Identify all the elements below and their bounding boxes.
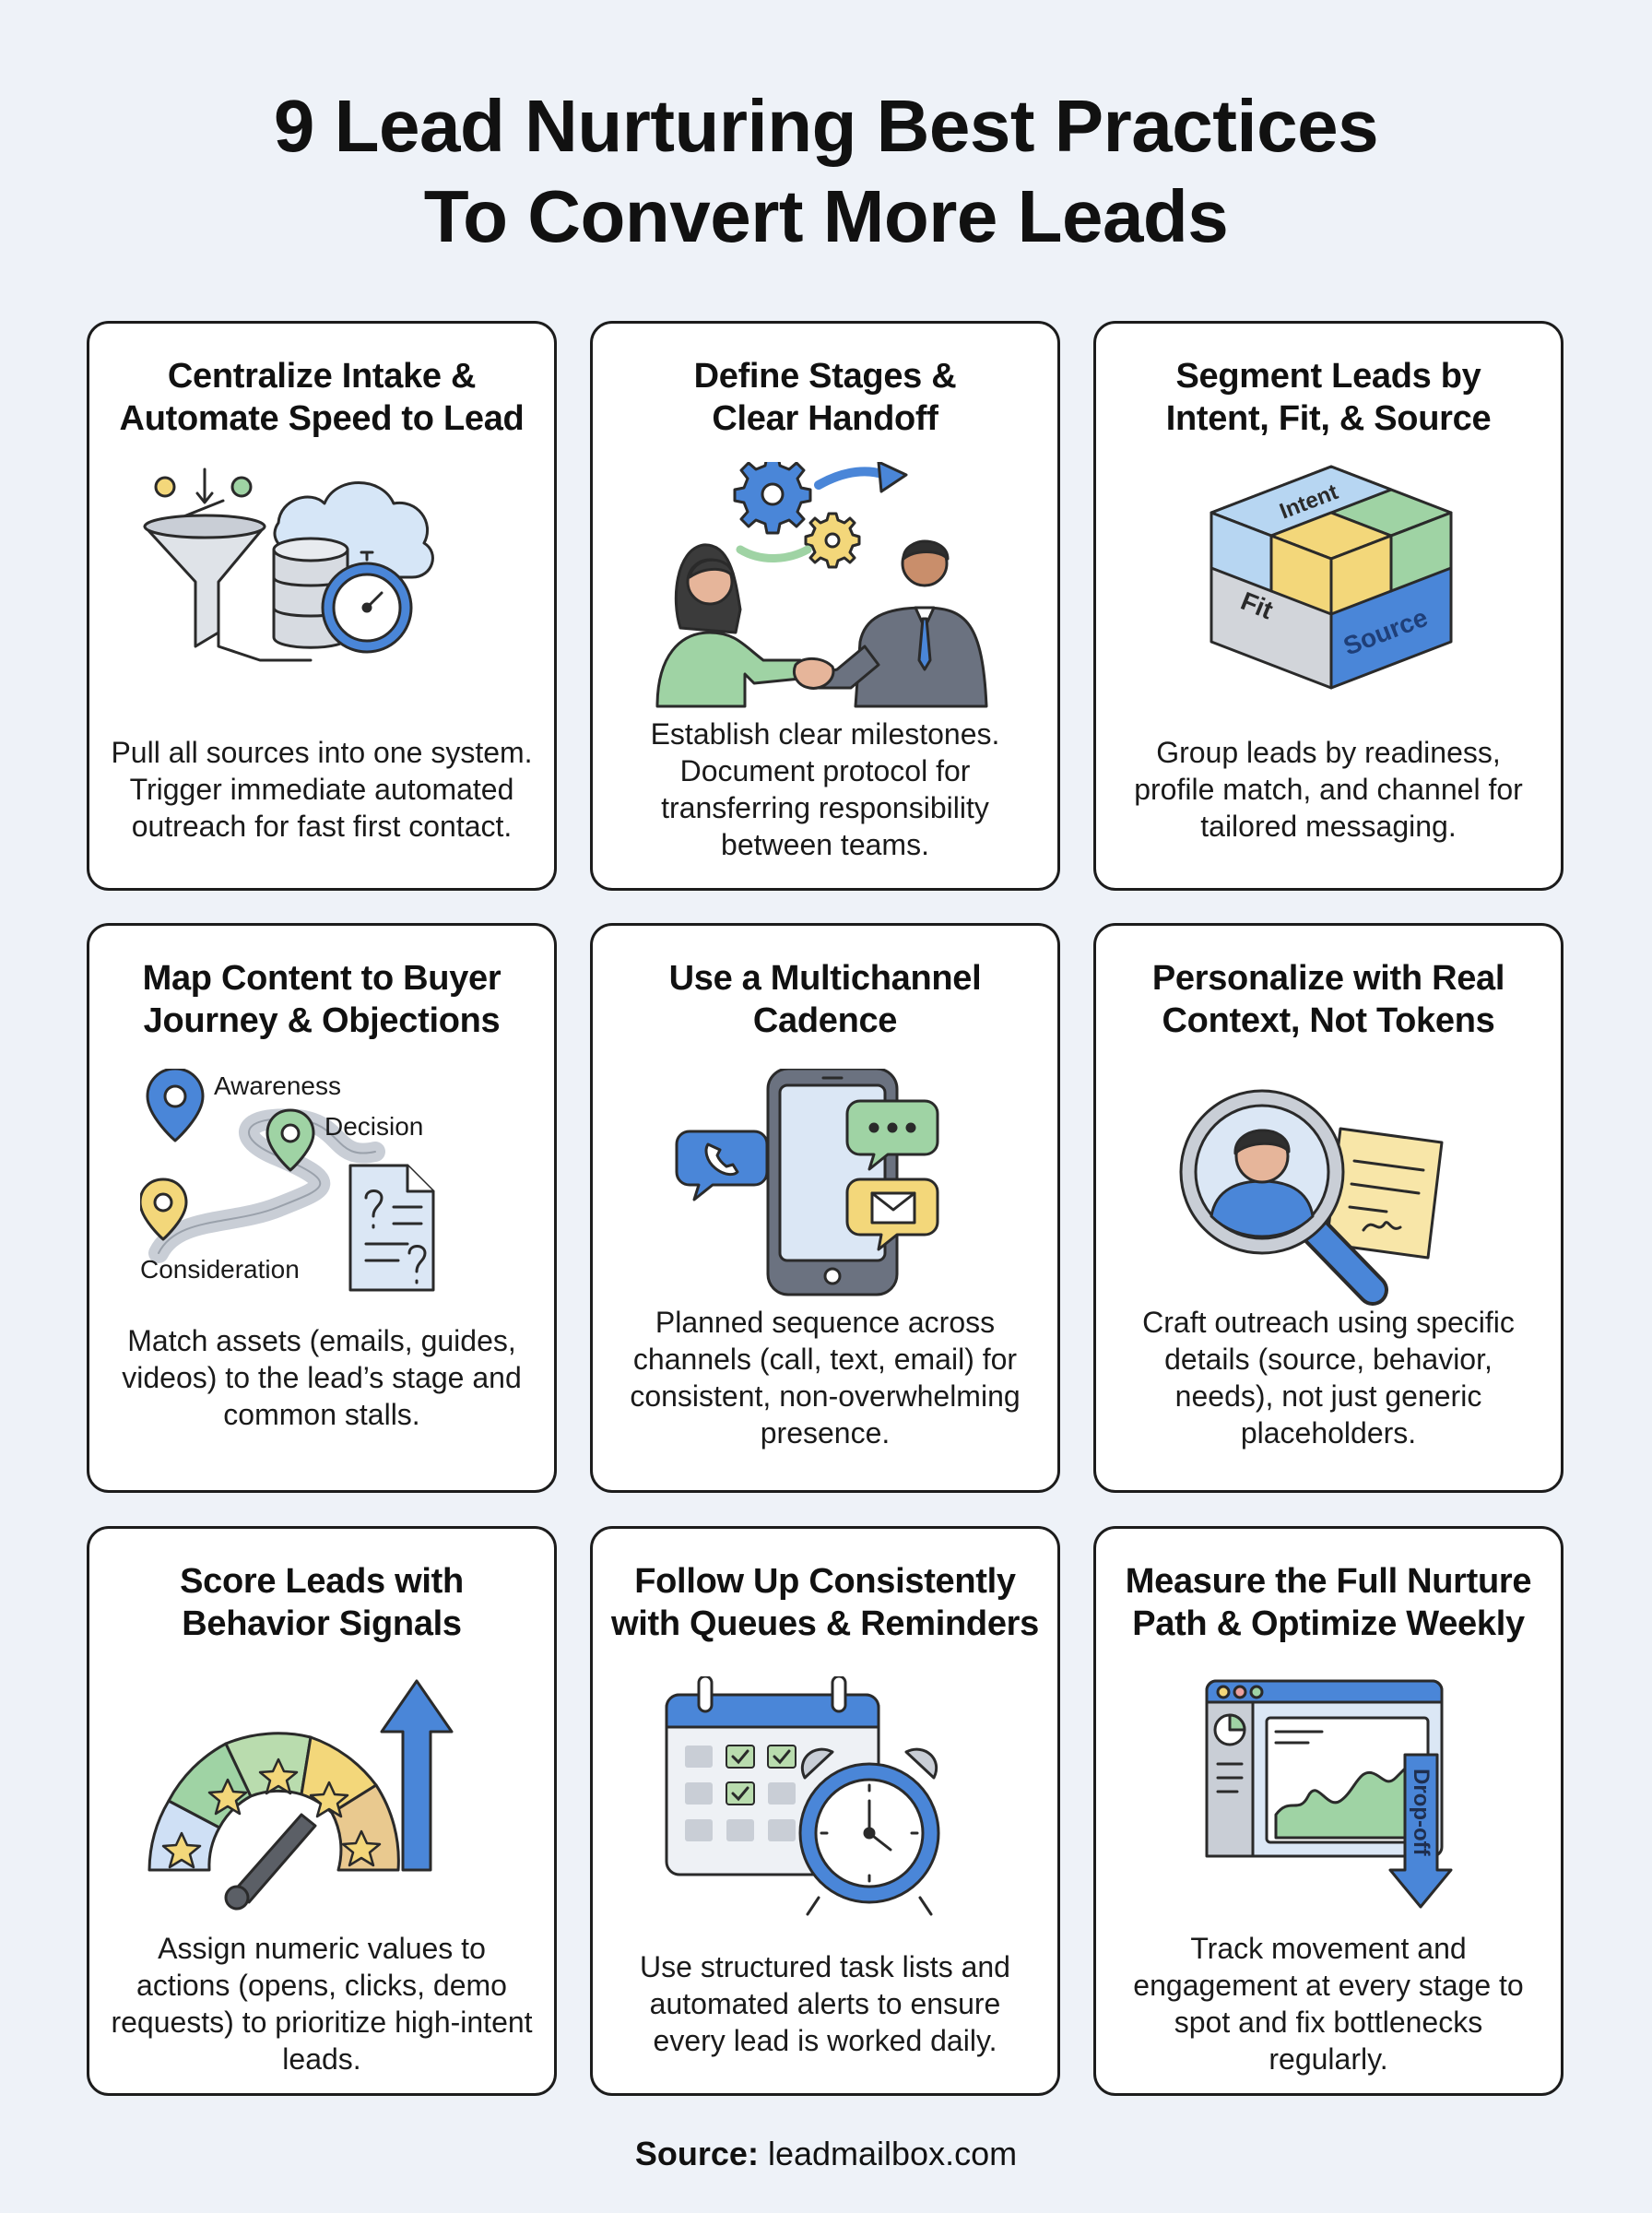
card-description: Track movement and engagement at every s… bbox=[1133, 1932, 1524, 2076]
funnel-database-stopwatch-icon bbox=[143, 467, 434, 662]
card-title: Measure the Full Nurture Path & Optimize… bbox=[1125, 1562, 1532, 1643]
card-title: Define Stages & Clear Handoff bbox=[693, 357, 957, 438]
map-label-decision: Decision bbox=[324, 1112, 423, 1141]
map-label-consideration: Consideration bbox=[140, 1255, 300, 1284]
card-title: Personalize with Real Context, Not Token… bbox=[1151, 959, 1505, 1040]
page-title: 9 Lead Nurturing Best Practices To Conve… bbox=[0, 81, 1652, 262]
source-footer: Source: leadmailbox.com bbox=[0, 2135, 1652, 2173]
practice-card-centralize-intake: Centralize Intake & Automate Speed to Le… bbox=[87, 321, 557, 891]
card-description: Craft outreach using specific details (s… bbox=[1142, 1306, 1515, 1450]
card-description: Match assets (emails, guides, videos) to… bbox=[122, 1324, 522, 1431]
card-title: Use a Multichannel Cadence bbox=[668, 959, 982, 1040]
card-description: Establish clear milestones. Document pro… bbox=[650, 717, 1000, 861]
source-label: Source: bbox=[634, 2135, 759, 2172]
practice-card-multichannel-cadence: Use a Multichannel Cadence Planned seque… bbox=[590, 923, 1060, 1493]
segment-cube-icon: Intent Fit Source bbox=[1210, 465, 1453, 690]
card-description: Pull all sources into one system. Trigge… bbox=[111, 736, 533, 843]
practice-card-measure-path: Measure the Full Nurture Path & Optimize… bbox=[1093, 1526, 1564, 2096]
card-description: Planned sequence across channels (call, … bbox=[630, 1306, 1021, 1450]
card-description: Group leads by readiness, profile match,… bbox=[1134, 736, 1523, 843]
score-gauge-icon bbox=[148, 1679, 454, 1911]
page-title-line-2: To Convert More Leads bbox=[423, 175, 1229, 257]
practice-card-segment-leads: Segment Leads by Intent, Fit, & Source I… bbox=[1093, 321, 1564, 891]
source-value: leadmailbox.com bbox=[767, 2135, 1018, 2172]
practice-card-score-leads: Score Leads with Behavior Signals bbox=[87, 1526, 557, 2096]
card-title: Score Leads with Behavior Signals bbox=[180, 1562, 464, 1643]
card-description: Use structured task lists and automated … bbox=[640, 1950, 1010, 2057]
card-title: Centralize Intake & Automate Speed to Le… bbox=[119, 357, 525, 438]
card-title: Map Content to Buyer Journey & Objection… bbox=[142, 959, 502, 1040]
page-title-line-1: 9 Lead Nurturing Best Practices bbox=[273, 85, 1379, 167]
journey-map-icon: Awareness Decision Consideration bbox=[140, 1069, 435, 1292]
card-title: Follow Up Consistently with Queues & Rem… bbox=[611, 1562, 1039, 1643]
phone-channels-icon bbox=[675, 1069, 939, 1296]
card-title: Segment Leads by Intent, Fit, & Source bbox=[1165, 357, 1492, 438]
handshake-gears-icon bbox=[655, 462, 988, 708]
card-description: Assign numeric values to actions (opens,… bbox=[111, 1932, 533, 2076]
dashboard-dropoff-icon: Drop-off bbox=[1205, 1679, 1453, 1909]
practice-card-personalize: Personalize with Real Context, Not Token… bbox=[1093, 923, 1564, 1493]
practice-card-define-stages: Define Stages & Clear Handoff bbox=[590, 321, 1060, 891]
map-label-awareness: Awareness bbox=[214, 1071, 341, 1100]
practice-card-follow-up: Follow Up Consistently with Queues & Rem… bbox=[590, 1526, 1060, 2096]
practice-card-map-content: Map Content to Buyer Journey & Objection… bbox=[87, 923, 557, 1493]
calendar-alarm-icon bbox=[665, 1676, 940, 1916]
drop-off-label: Drop-off bbox=[1409, 1769, 1434, 1857]
magnifier-profile-icon bbox=[1179, 1089, 1444, 1306]
